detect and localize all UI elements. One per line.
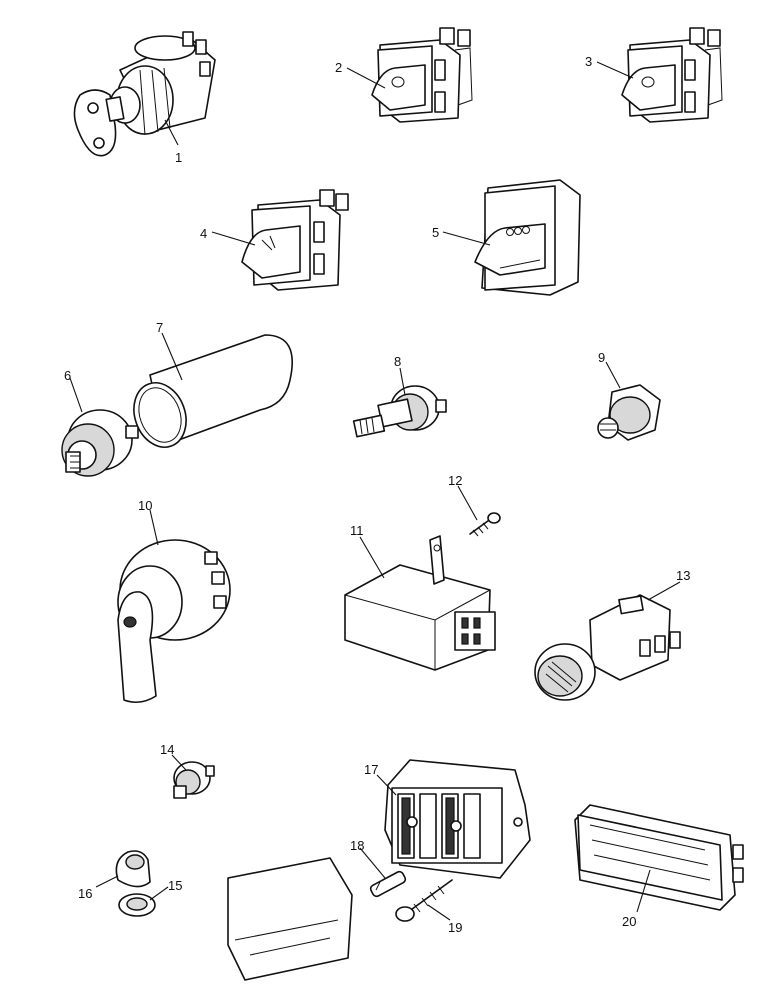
callout-9: 9 bbox=[598, 350, 605, 365]
part-ignition-key-switch bbox=[73, 31, 216, 157]
part-bolt-19 bbox=[395, 879, 453, 922]
callout-2: 2 bbox=[335, 60, 342, 75]
part-lever-switch-10 bbox=[117, 539, 231, 704]
callout-3: 3 bbox=[585, 54, 592, 69]
part-rocker-switch-2 bbox=[371, 27, 473, 123]
callout-16: 16 bbox=[78, 886, 92, 901]
part-cap-16 bbox=[115, 850, 151, 888]
callout-15: 15 bbox=[168, 878, 182, 893]
part-screw-12 bbox=[469, 512, 501, 537]
part-small-switch-14 bbox=[173, 761, 215, 799]
leader-lines bbox=[69, 61, 681, 921]
part-push-switch-13 bbox=[534, 594, 681, 701]
callout-5: 5 bbox=[432, 225, 439, 240]
part-large-rocker-switch-5 bbox=[474, 179, 581, 296]
part-pressure-switch-8 bbox=[352, 385, 447, 438]
callout-labels: 1 2 3 4 5 6 7 8 9 10 11 12 13 14 15 16 1… bbox=[64, 54, 690, 935]
part-lamp-housing-20 bbox=[574, 804, 744, 911]
part-fuse-18 bbox=[369, 870, 407, 898]
callout-6: 6 bbox=[64, 368, 71, 383]
callout-20: 20 bbox=[622, 914, 636, 929]
callout-4: 4 bbox=[200, 226, 207, 241]
part-fuse-box-17 bbox=[384, 759, 531, 879]
part-sender-unit-6 bbox=[61, 409, 139, 477]
part-relay-module-11 bbox=[344, 535, 496, 671]
callout-1: 1 bbox=[175, 150, 182, 165]
callout-14: 14 bbox=[160, 742, 174, 757]
callout-12: 12 bbox=[448, 473, 462, 488]
part-cylinder-cover-7 bbox=[133, 334, 294, 448]
part-pressure-switch-9 bbox=[597, 384, 661, 441]
callout-11: 11 bbox=[350, 523, 364, 538]
callout-18: 18 bbox=[350, 838, 364, 853]
callout-17: 17 bbox=[364, 762, 378, 777]
part-rocker-switch-4 bbox=[241, 189, 349, 291]
callout-10: 10 bbox=[138, 498, 152, 513]
callout-13: 13 bbox=[676, 568, 690, 583]
part-washer-15 bbox=[118, 893, 156, 917]
callout-8: 8 bbox=[394, 354, 401, 369]
callout-7: 7 bbox=[156, 320, 163, 335]
part-cover-plate bbox=[227, 857, 353, 981]
part-rocker-switch-3 bbox=[621, 27, 723, 123]
callout-19: 19 bbox=[448, 920, 462, 935]
